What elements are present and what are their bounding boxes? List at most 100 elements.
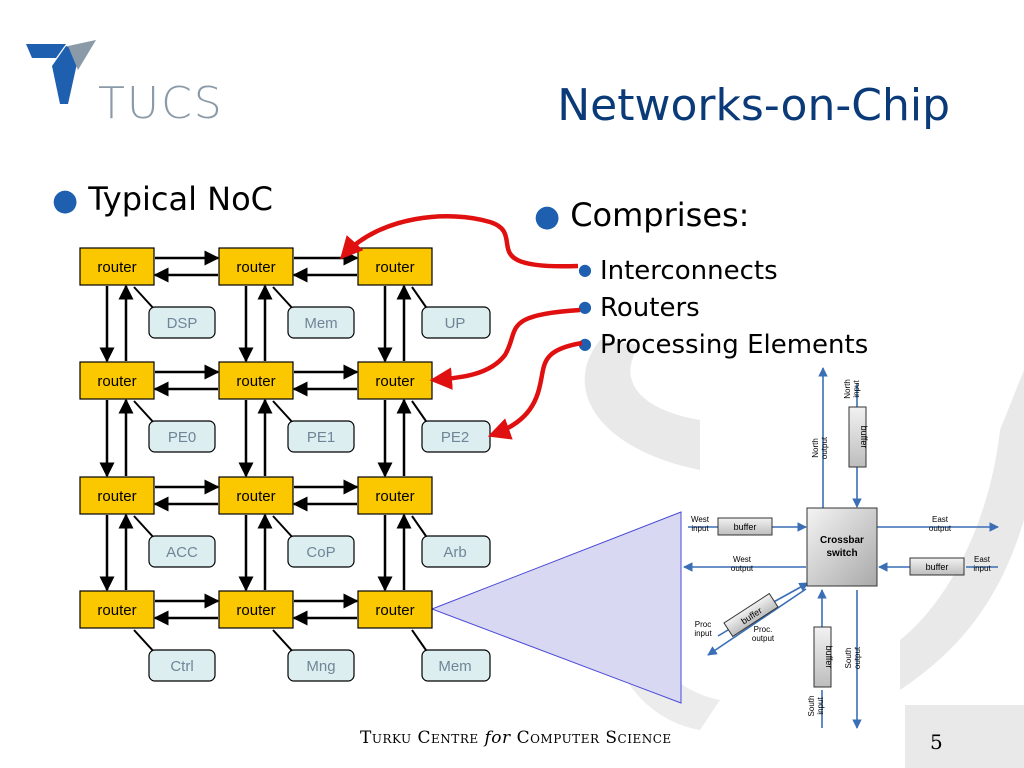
south-output-label: Southoutput [844,646,862,669]
proc-output-arrow [707,588,807,656]
bullet-comprises: ● Comprises: [534,196,749,236]
pe-box [287,535,355,568]
router-label: router [97,373,136,390]
slide-title: Networks-on-Chip [557,80,950,131]
router-box [79,590,155,629]
bullet-comprises-text: Comprises: [570,196,750,234]
router-box [218,247,294,286]
pe-link-line [272,286,295,311]
crossbar-label: switch [826,548,857,559]
router-box [79,247,155,286]
pe-label: ACC [166,544,198,561]
pe-link-line [411,286,429,311]
bullet-dot: ● [52,183,79,218]
pe-link-line [133,629,156,654]
east-input-label-line: input [973,564,991,573]
footer-part2: Computer Science [510,728,672,748]
router-label: router [97,602,136,619]
pe-label: PE2 [441,429,469,446]
buffer-north [848,406,867,468]
router-label: router [375,373,414,390]
pe-link-line [133,515,156,540]
sub-bullet-dot: ● [578,260,592,279]
router-label: router [236,488,275,505]
buffer-label: buffer [926,562,949,572]
router-box [357,247,433,286]
router-label: router [375,602,414,619]
pe-label: Ctrl [170,658,193,675]
pe-link-line [411,515,429,540]
sub-bullet-routers-text: Routers [599,293,700,323]
proc-output-label: Proc.output [752,625,775,643]
router-label: router [236,373,275,390]
bg-block-bottom-right [905,705,1024,768]
proc-input-arrow [769,582,809,605]
footer-part1: Turku Centre [360,728,485,748]
page-number: 5 [930,730,943,754]
footer-italic: for [484,728,511,748]
pe-link-line [411,400,429,425]
router-box [79,361,155,400]
router-box [218,590,294,629]
pe-label: PE0 [168,429,196,446]
buffer-east [909,557,965,576]
pe-link-line [133,400,156,425]
east-input-label-line: East [974,555,991,564]
north-output-label-line: output [820,436,829,459]
pe-link-line [133,286,156,311]
sub-bullet-routers: ●Routers [578,292,700,327]
proc-input-label-line: Proc [695,620,711,629]
west-output-label-line: West [733,555,752,564]
west-input-label-line: West [691,515,710,524]
south-output-label-line: output [853,646,862,669]
west-output-label-line: output [731,564,754,573]
router-box [79,476,155,515]
crossbar-switch [806,507,878,587]
pe-box [148,535,216,568]
south-input-label-line: input [816,697,825,715]
router-box [357,476,433,515]
sub-bullet-processing-elements: ●Processing Elements [578,329,868,364]
router-label: router [97,259,136,276]
south-input-label-line: South [807,696,816,717]
east-output-label-line: East [932,515,949,524]
south-output-label-line: South [844,648,853,669]
pe-box [287,420,355,453]
north-input-label: Northinput [843,379,861,399]
pe-label: DSP [167,315,198,332]
sub-bullet-processing-elements-text: Processing Elements [599,330,869,360]
router-label: router [97,488,136,505]
pe-box [421,535,491,568]
buffer-label: buffer [734,522,757,532]
pe-label: Arb [443,544,466,561]
pe-box [421,649,491,682]
west-input-label-line: input [691,524,709,533]
buffer-south [813,626,832,688]
router-label: router [375,259,414,276]
east-output-label-line: output [929,524,952,533]
router-box [218,476,294,515]
pe-box [421,306,491,339]
bg-swoosh-right [900,370,1024,690]
pe-box [287,649,355,682]
proc-output-label-line: Proc. [754,625,773,634]
bg-swoosh-large [584,340,700,470]
bullet-typical-noc: ●Typical NoC [52,180,273,220]
pe-label: UP [445,315,466,332]
bullet-dot: ● [534,199,561,234]
north-output-label-line: North [811,438,820,458]
pe-box [148,306,216,339]
tucs-logo-text: TUCS [98,78,224,129]
tucs-logo-mark [26,40,96,104]
arrow-processing-elements [487,340,583,440]
proc-output-label-line: output [752,634,775,643]
pe-link-line [272,515,295,540]
router-label: router [236,602,275,619]
router-box [218,361,294,400]
north-output-label: Northoutput [811,436,829,459]
